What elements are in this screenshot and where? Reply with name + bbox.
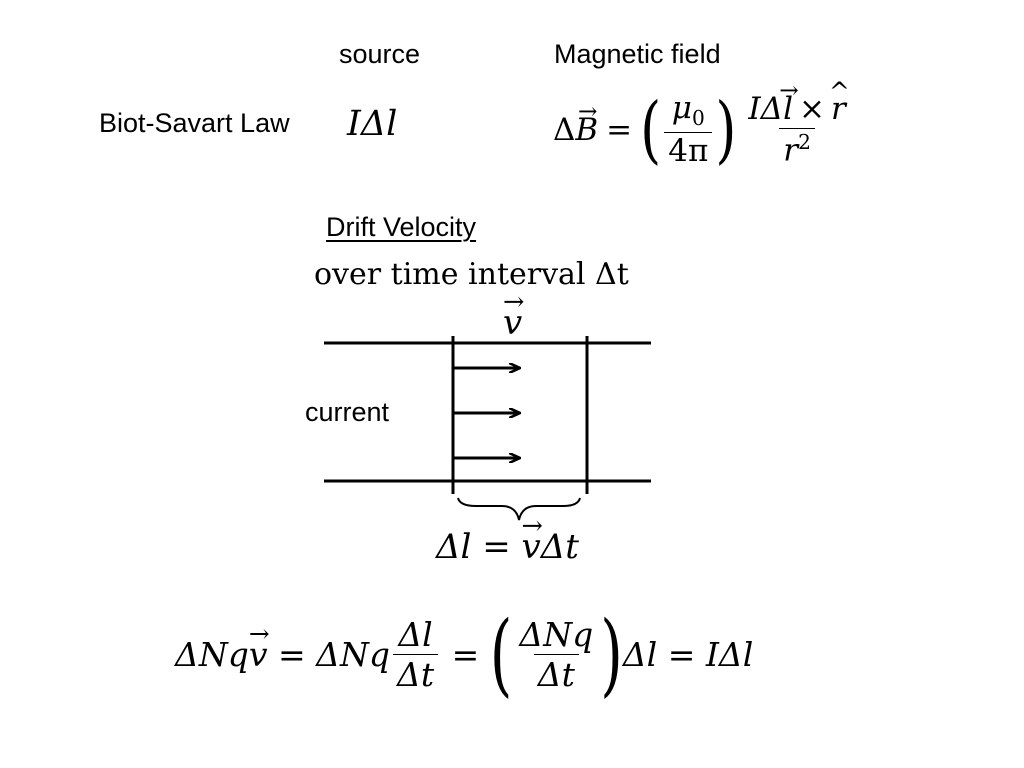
velocity-vector-symbol: v: [503, 306, 522, 340]
length-equation: Δl = vΔt: [436, 530, 579, 564]
derivation-result: Δl = IΔl: [622, 634, 754, 674]
segment-length-brace: [457, 497, 581, 521]
delta-n-q-term: ΔNq: [316, 634, 390, 674]
drift-velocity-vector: v: [249, 638, 268, 671]
source-expression: IΔl: [347, 107, 397, 142]
equals-sign: =: [441, 634, 490, 674]
right-paren: ): [600, 601, 623, 707]
current-element-derivation: ΔNqv = ΔNq Δl Δt = ( ΔNq Δt ) Δl = IΔl: [175, 606, 753, 702]
charge-rate-fraction: ΔNq Δt: [515, 618, 597, 691]
b-field-vector: B: [575, 114, 598, 146]
four-pi: 4π: [664, 131, 713, 167]
drift-velocity-heading: Drift Velocity: [326, 212, 477, 242]
mu-subscript: 0: [691, 106, 705, 131]
length-lhs: Δl =: [436, 527, 522, 567]
fraction-numerator: Δl: [398, 614, 433, 654]
r-symbol: r: [783, 132, 799, 169]
source-heading: source: [339, 39, 421, 69]
mu-symbol: μ: [671, 90, 692, 127]
magnetic-field-heading: Magnetic field: [554, 39, 721, 69]
length-velocity-vector: v: [522, 530, 541, 564]
delta-symbol: Δ: [553, 111, 576, 148]
cross-product-fraction: IΔl×r r2: [744, 90, 849, 169]
left-paren: (: [640, 86, 662, 172]
cross-symbol: ×: [798, 90, 825, 127]
equals-sign: =: [267, 634, 317, 674]
source-length-symbol: Δl: [360, 104, 398, 144]
r-hat: r: [831, 93, 846, 125]
delta-n-q-term: ΔNq: [175, 634, 249, 674]
current-element: IΔ: [748, 90, 784, 127]
fraction-numerator: ΔNq: [519, 614, 594, 654]
length-delta-t: Δt: [540, 527, 579, 567]
fraction-denominator: Δt: [392, 653, 439, 691]
fraction-denominator: Δt: [533, 653, 579, 691]
length-over-time-fraction: Δl Δt: [392, 614, 439, 691]
biot-savart-label: Biot-Savart Law: [99, 108, 290, 138]
time-interval-text: over time interval Δt: [314, 257, 629, 292]
left-paren: (: [489, 601, 513, 707]
current-label: current: [305, 397, 390, 427]
equals-sign: =: [606, 111, 633, 148]
right-paren: ): [715, 86, 737, 172]
mu-over-four-pi: μ0 4π: [664, 90, 713, 167]
biot-savart-equation: ΔB = ( μ0 4π ) IΔl×r r2: [553, 88, 853, 172]
r-exponent: 2: [798, 129, 811, 154]
l-vector: l: [783, 93, 793, 125]
source-current-symbol: I: [347, 104, 361, 144]
